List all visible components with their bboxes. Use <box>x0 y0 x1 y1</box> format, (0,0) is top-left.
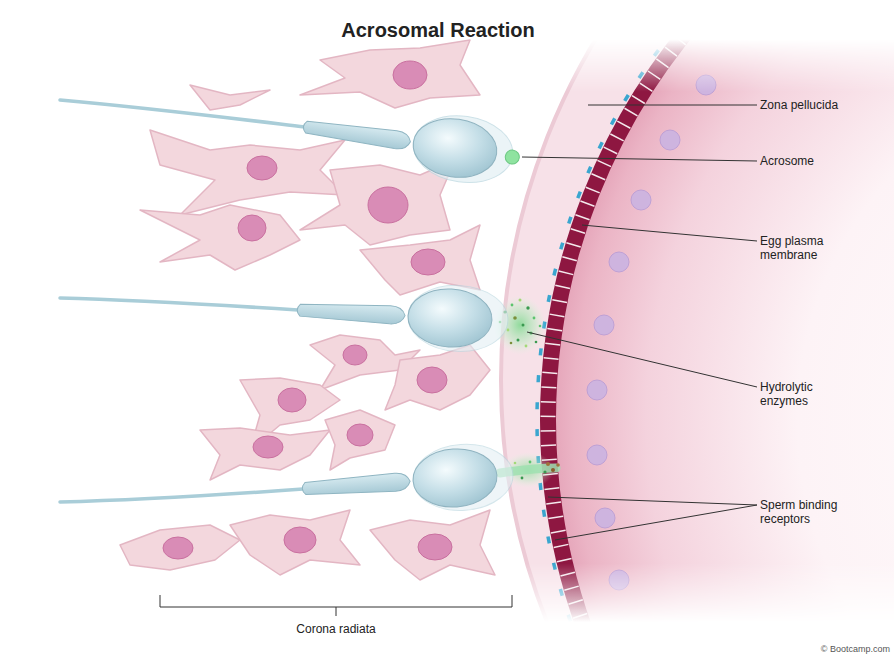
follicle-cell <box>120 525 240 570</box>
nucleus <box>411 249 445 275</box>
sperm-midpiece <box>302 118 411 151</box>
part-label: Zona pellucida <box>760 98 880 112</box>
follicle-cell <box>300 40 480 108</box>
nucleus <box>368 187 408 223</box>
follicle-cell <box>370 510 495 580</box>
leader-lines <box>160 105 757 616</box>
enzyme-dot <box>533 317 536 320</box>
sperm-head <box>411 446 499 510</box>
follicle-cell <box>325 410 395 470</box>
part-label: Hydrolytic enzymes <box>760 380 840 408</box>
enzyme-dot <box>546 462 550 466</box>
enzyme-dot <box>510 342 513 345</box>
nucleus <box>278 388 306 412</box>
enzyme-particles <box>514 461 560 480</box>
granule <box>594 315 614 335</box>
zona-pellucida <box>501 0 894 655</box>
corona-bracket <box>160 595 512 616</box>
bracket-label: Corona radiata <box>256 622 416 636</box>
cortical-granules <box>587 75 716 590</box>
granule <box>609 252 629 272</box>
granule <box>660 130 680 150</box>
sperm-cell <box>295 277 509 354</box>
leader-line <box>588 105 757 106</box>
nucleus <box>284 527 316 553</box>
enzyme-dot <box>556 463 560 467</box>
enzyme-dot <box>529 461 532 464</box>
acrosomal-cap <box>409 109 517 188</box>
follicle-cell <box>360 225 480 295</box>
part-label: Egg plasma membrane <box>760 234 840 262</box>
follicle-cell <box>150 130 345 215</box>
egg-cell <box>501 0 894 655</box>
binding-receptors <box>537 0 894 655</box>
granule <box>587 380 607 400</box>
plasma-membrane <box>548 0 894 655</box>
enzyme-dot <box>522 324 525 327</box>
acrosomal-cap <box>406 283 509 354</box>
leader-line <box>522 157 757 161</box>
sperm-head <box>409 113 500 182</box>
sperm-head <box>407 287 494 349</box>
follicle-cell <box>190 85 270 110</box>
nucleus <box>418 534 452 560</box>
sperm-cell <box>299 94 524 190</box>
nucleus <box>343 345 367 365</box>
granule <box>587 445 607 465</box>
nucleus <box>393 61 427 89</box>
enzyme-dot <box>525 345 528 348</box>
acrosome <box>504 149 520 165</box>
granule <box>631 190 651 210</box>
sperm-tail <box>60 489 303 502</box>
follicle-cell <box>200 428 330 480</box>
leader-line <box>582 225 757 241</box>
enzyme-dot <box>517 339 520 342</box>
nucleus <box>253 436 283 458</box>
follicle-cell <box>230 510 360 575</box>
nucleus <box>247 156 277 180</box>
watermark: © Bootcamp.com <box>740 644 890 655</box>
part-label: Acrosome <box>760 154 880 168</box>
enzyme-dot <box>514 462 517 465</box>
follicle-cell <box>140 205 300 270</box>
nucleus <box>238 215 266 241</box>
membrane-stripes <box>548 0 894 655</box>
leader-line <box>555 505 757 540</box>
granule <box>696 75 716 95</box>
nucleus <box>417 367 447 393</box>
leader-line <box>548 497 757 505</box>
enzyme-dot <box>535 341 538 344</box>
sperm-tail <box>60 298 298 310</box>
egg-cytoplasm <box>555 0 894 655</box>
sperm-midpiece <box>297 301 406 325</box>
enzyme-dot <box>511 304 514 307</box>
leader-line <box>527 332 757 387</box>
granule <box>595 508 615 528</box>
sperm-midpiece <box>302 472 411 497</box>
sperm-cell <box>300 441 515 522</box>
enzyme-dot <box>513 316 517 320</box>
enzyme-dot <box>521 477 524 480</box>
diagram-title: Acrosomal Reaction <box>0 18 876 42</box>
follicle-cell <box>385 345 490 410</box>
acrosomal-cap <box>411 441 515 514</box>
enzyme-dot <box>507 329 510 332</box>
sperm-tails <box>60 100 305 502</box>
enzyme-dot <box>539 325 542 328</box>
sperm-tail <box>60 100 305 127</box>
part-label: Sperm binding receptors <box>760 498 852 526</box>
enzyme-dot <box>526 306 529 309</box>
nucleus <box>347 424 373 446</box>
granule <box>609 570 629 590</box>
enzyme-dot <box>551 468 555 472</box>
enzyme-dot <box>519 299 522 302</box>
nucleus <box>163 537 193 559</box>
enzyme-dot <box>543 470 546 473</box>
